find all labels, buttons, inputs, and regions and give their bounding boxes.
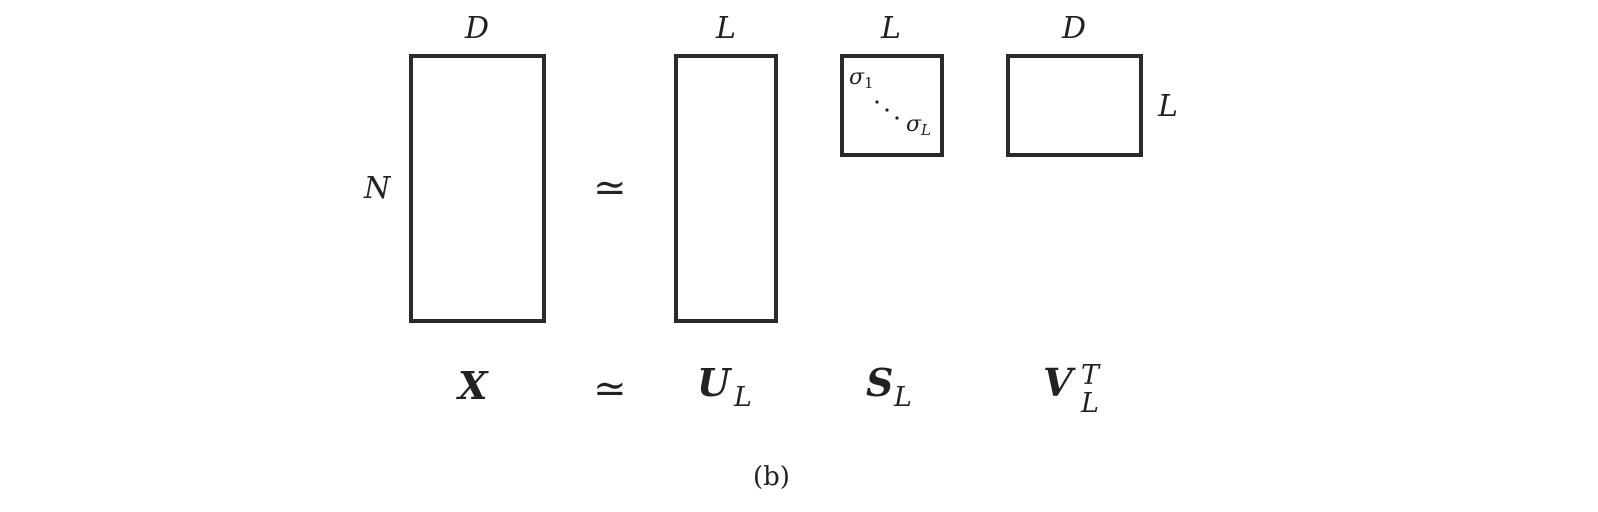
sigma-1-label: σ1: [849, 65, 874, 92]
diagonal-ellipsis: [875, 100, 899, 120]
v-matrix-name: V: [1043, 360, 1073, 405]
v-matrix-subscript: L: [1081, 388, 1099, 419]
approx-symbol-bottom: ≃: [593, 366, 627, 412]
x-top-label-D: D: [465, 11, 490, 46]
s-matrix-subscript: L: [894, 382, 912, 413]
approx-symbol-top: ≃: [593, 165, 627, 211]
matrix-s-box: [840, 54, 944, 157]
s-matrix-name: S: [866, 360, 894, 405]
matrix-u-box: [674, 54, 778, 323]
matrix-v-box: [1006, 54, 1143, 157]
v-matrix-superscript: T: [1081, 360, 1100, 391]
x-side-label-N: N: [364, 171, 391, 206]
u-matrix-name: U: [697, 360, 731, 405]
v-top-label-D: D: [1062, 11, 1087, 46]
figure-caption: (b): [753, 462, 790, 492]
v-side-label-L: L: [1158, 89, 1178, 124]
u-top-label-L: L: [716, 11, 736, 46]
sigma-L-label: σL: [906, 112, 931, 139]
matrix-x-box: [409, 54, 546, 323]
s-top-label-L: L: [881, 11, 901, 46]
u-matrix-subscript: L: [734, 382, 752, 413]
x-matrix-name: X: [458, 363, 488, 408]
